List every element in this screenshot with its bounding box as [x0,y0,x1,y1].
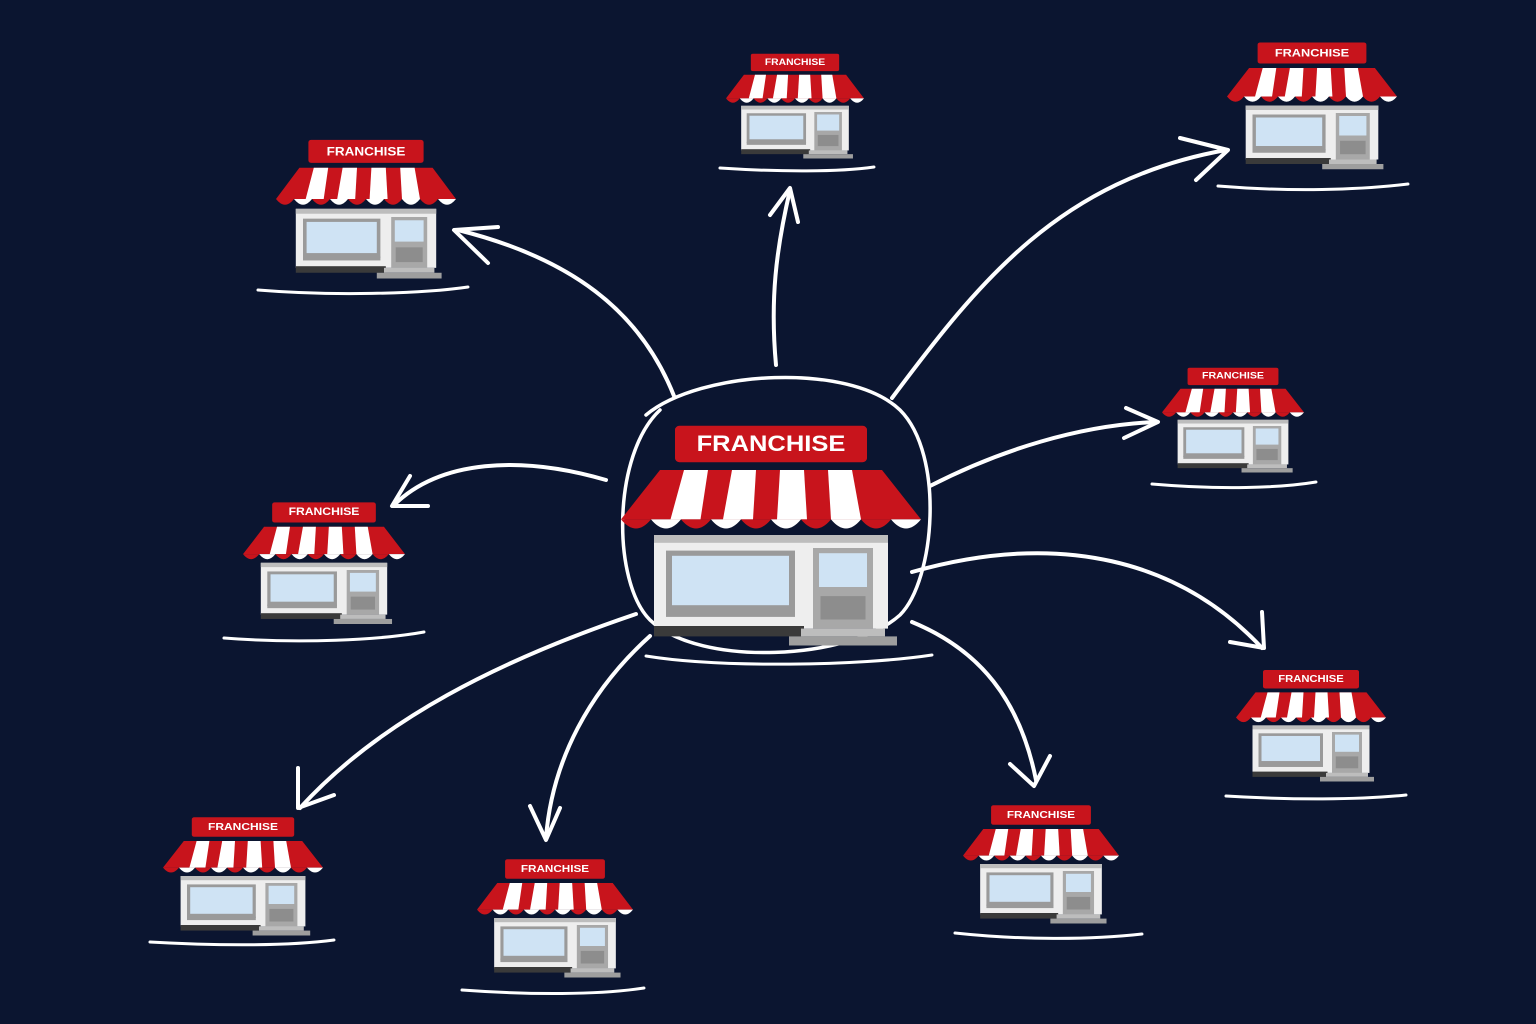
branch-sign-label: FRANCHISE [289,507,360,518]
arrow-to-left [392,463,608,507]
branch-sign-label: FRANCHISE [1278,674,1344,685]
arrowhead-right [1122,406,1160,440]
branch-sign-label: FRANCHISE [327,144,406,158]
arrowhead-top-center [768,186,800,224]
branch-shop-bottom-center: FRANCHISE [477,859,633,978]
branch-sign-label: FRANCHISE [1275,46,1349,59]
branch-shop-bottom-left: FRANCHISE [163,817,323,936]
branch-shop-top-right: FRANCHISE [1227,42,1397,170]
arrowhead-left [390,474,430,508]
arrowhead-top-right [1178,136,1230,182]
branch-sign-label: FRANCHISE [208,821,278,832]
branch-shop-top-center: FRANCHISE [726,53,864,159]
arrow-to-top-right [890,148,1228,400]
branch-shop-right: FRANCHISE [1162,367,1304,473]
branch-shop-left: FRANCHISE [243,502,405,624]
arrow-to-bottom-center [544,634,652,840]
hub-circle [621,375,932,655]
branch-sign-label: FRANCHISE [1007,809,1075,820]
branch-shop-top-left: FRANCHISE [276,139,456,279]
arrowhead-right-lower [1228,610,1266,650]
arrowhead-bottom-center [528,804,562,842]
arrow-to-top-center [771,188,792,367]
arrows [296,136,1266,842]
arrowhead-top-left [452,225,500,265]
arrowhead-bottom-right [1008,754,1052,788]
branch-shop-bottom-right: FRANCHISE [963,805,1119,924]
arrowhead-bottom-left [296,766,336,810]
branch-shop-right-lower: FRANCHISE [1236,669,1386,782]
hub-sign-label: FRANCHISE [697,431,846,456]
hub-franchise-shop: FRANCHISE [621,425,921,646]
arrow-to-top-left [456,228,676,398]
arrow-to-right [928,420,1158,488]
arrow-to-bottom-left [298,612,638,810]
branch-sign-label: FRANCHISE [521,863,589,874]
branch-sign-label: FRANCHISE [765,57,826,67]
ground-strokes [148,165,1410,996]
arrow-to-right-lower [910,551,1264,650]
arrow-to-bottom-right [910,620,1038,782]
branch-sign-label: FRANCHISE [1202,371,1264,381]
